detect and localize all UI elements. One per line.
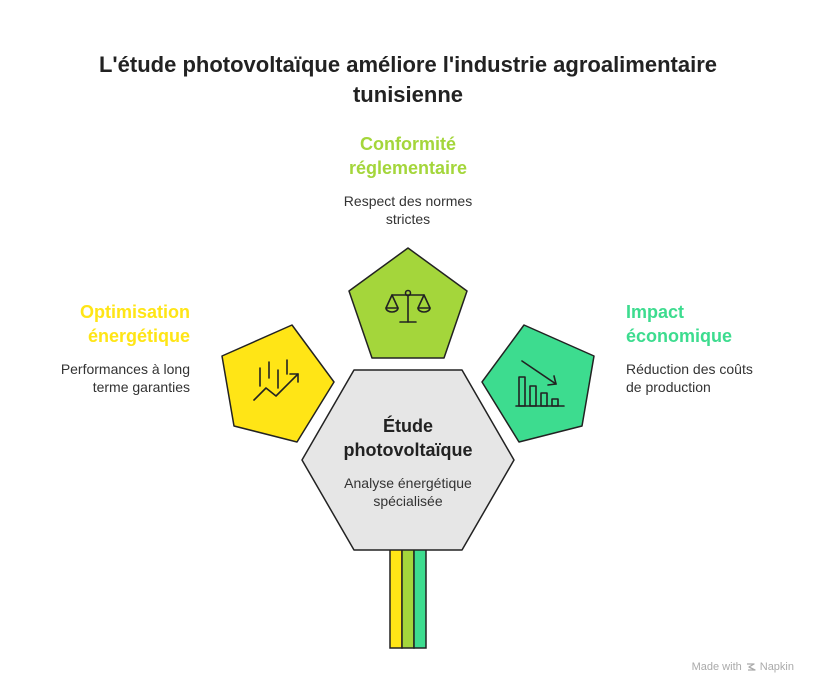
impact-description: Réduction des coûts de production — [626, 361, 753, 395]
pentagon-impact — [481, 324, 595, 443]
conformite-description: Respect des normes strictes — [343, 193, 473, 227]
impact-heading: Impact économique — [626, 302, 733, 346]
stem-bar-green — [401, 547, 415, 649]
center-heading: Étude photovoltaïque — [343, 416, 473, 460]
diagram-title: L'étude photovoltaïque améliore l'indust… — [98, 52, 718, 107]
conformite-heading: Conformité réglementaire — [348, 134, 468, 178]
optimisation-description: Performances à long terme garanties — [60, 361, 190, 395]
balance-scale-icon — [385, 289, 431, 323]
optimisation-heading: Optimisation énergétique — [79, 302, 190, 346]
stem-bar-yellow — [389, 547, 403, 649]
napkin-logo-icon — [746, 663, 756, 671]
bar-chart-decrease-icon — [515, 360, 565, 407]
stem-bar-teal — [413, 547, 427, 649]
trending-up-icon — [253, 359, 299, 401]
center-description: Analyse énergétique spécialisée — [344, 475, 472, 509]
stem-bars — [389, 547, 427, 649]
napkin-watermark: Made with Napkin — [691, 661, 794, 673]
hexagon-etude — [301, 369, 515, 551]
